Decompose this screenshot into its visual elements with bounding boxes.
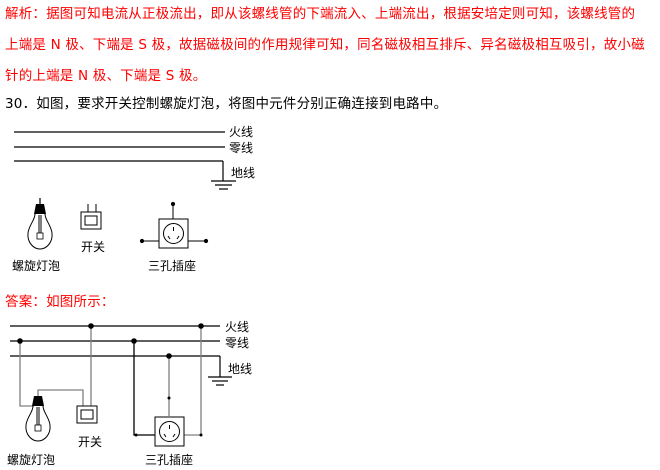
analysis-line-3: 针的上端是 N 极、下端是 S 极。 (5, 68, 207, 84)
label-socket: 三孔插座 (148, 258, 196, 273)
label-ground: 地线 (231, 166, 255, 180)
label-neutral: 零线 (229, 141, 253, 155)
analysis-line-2: 上端是 N 极、下端是 S 极，故据磁极间的作用规律可知，同名磁极相互排斥、异名… (5, 37, 645, 53)
label-live: 火线 (229, 125, 253, 139)
label-bulb: 螺旋灯泡 (12, 259, 60, 273)
bulb-icon (27, 198, 53, 250)
label-switch: 开关 (81, 240, 105, 254)
answer-title: 答案：如图所示： (5, 294, 115, 310)
switch-icon (80, 204, 102, 230)
socket-icon (139, 201, 209, 249)
analysis-line-1: 解析：据图可知电流从正极流出，即从该螺线管的下端流入、上端流出，根据安培定则可知… (5, 6, 636, 22)
question-30: 30．如图，要求开关控制螺旋灯泡，将图中元件分别正确连接到电路中。 (5, 96, 448, 112)
